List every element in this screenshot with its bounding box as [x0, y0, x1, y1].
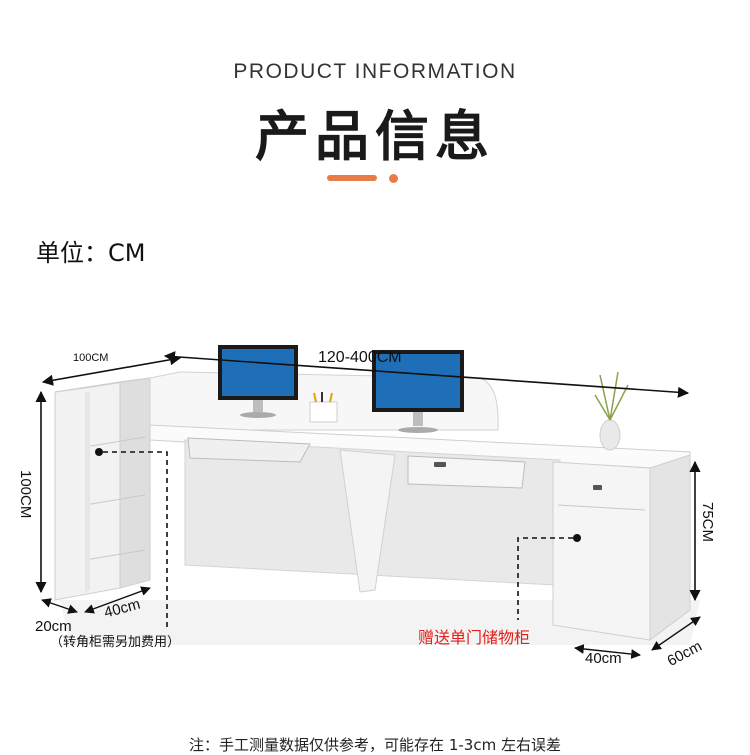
storage-cabinet: [552, 454, 691, 641]
corner-callout-dot: [95, 448, 103, 456]
footnote: 注：手工测量数据仅供参考，可能存在 1-3cm 左右误差: [189, 736, 561, 754]
corner-depth-line: [41, 354, 182, 386]
unit-label: 单位：CM: [36, 239, 146, 267]
gift-callout-line: [517, 537, 573, 620]
gift-callout-dot: [573, 534, 581, 542]
desk-height-label: 75CM: [699, 502, 716, 542]
page-title: 产品信息: [255, 105, 495, 168]
accent-dot: [389, 174, 398, 183]
corner-height-label: 100CM: [17, 470, 34, 518]
corner-base-width-line: [84, 586, 151, 614]
storage-depth-line: [651, 616, 701, 651]
desk-illustration: 120-400CM 100CM 100CM 20cm 40cm （转角柜需另加费…: [17, 345, 716, 670]
gift-cabinet-note: 赠送单门储物柜: [418, 628, 530, 647]
storage-width-label: 40cm: [585, 650, 622, 667]
plant-vase: [594, 371, 629, 451]
corner-depth-label: 100CM: [73, 352, 108, 364]
corner-base-depth-label: 20cm: [35, 618, 72, 635]
corner-callout-line: [103, 451, 168, 630]
desk-length-line: [163, 351, 690, 398]
storage-width-line: [574, 644, 641, 659]
accent-bar: [327, 175, 377, 181]
desk-length-label: 120-400CM: [318, 349, 402, 366]
subtitle-en: PRODUCT INFORMATION: [233, 60, 517, 83]
floor-shadow: [60, 600, 700, 645]
corner-base-depth-line: [41, 598, 78, 614]
corner-cabinet: [54, 377, 151, 601]
corner-extra-note: （转角柜需另加费用）: [50, 634, 180, 649]
